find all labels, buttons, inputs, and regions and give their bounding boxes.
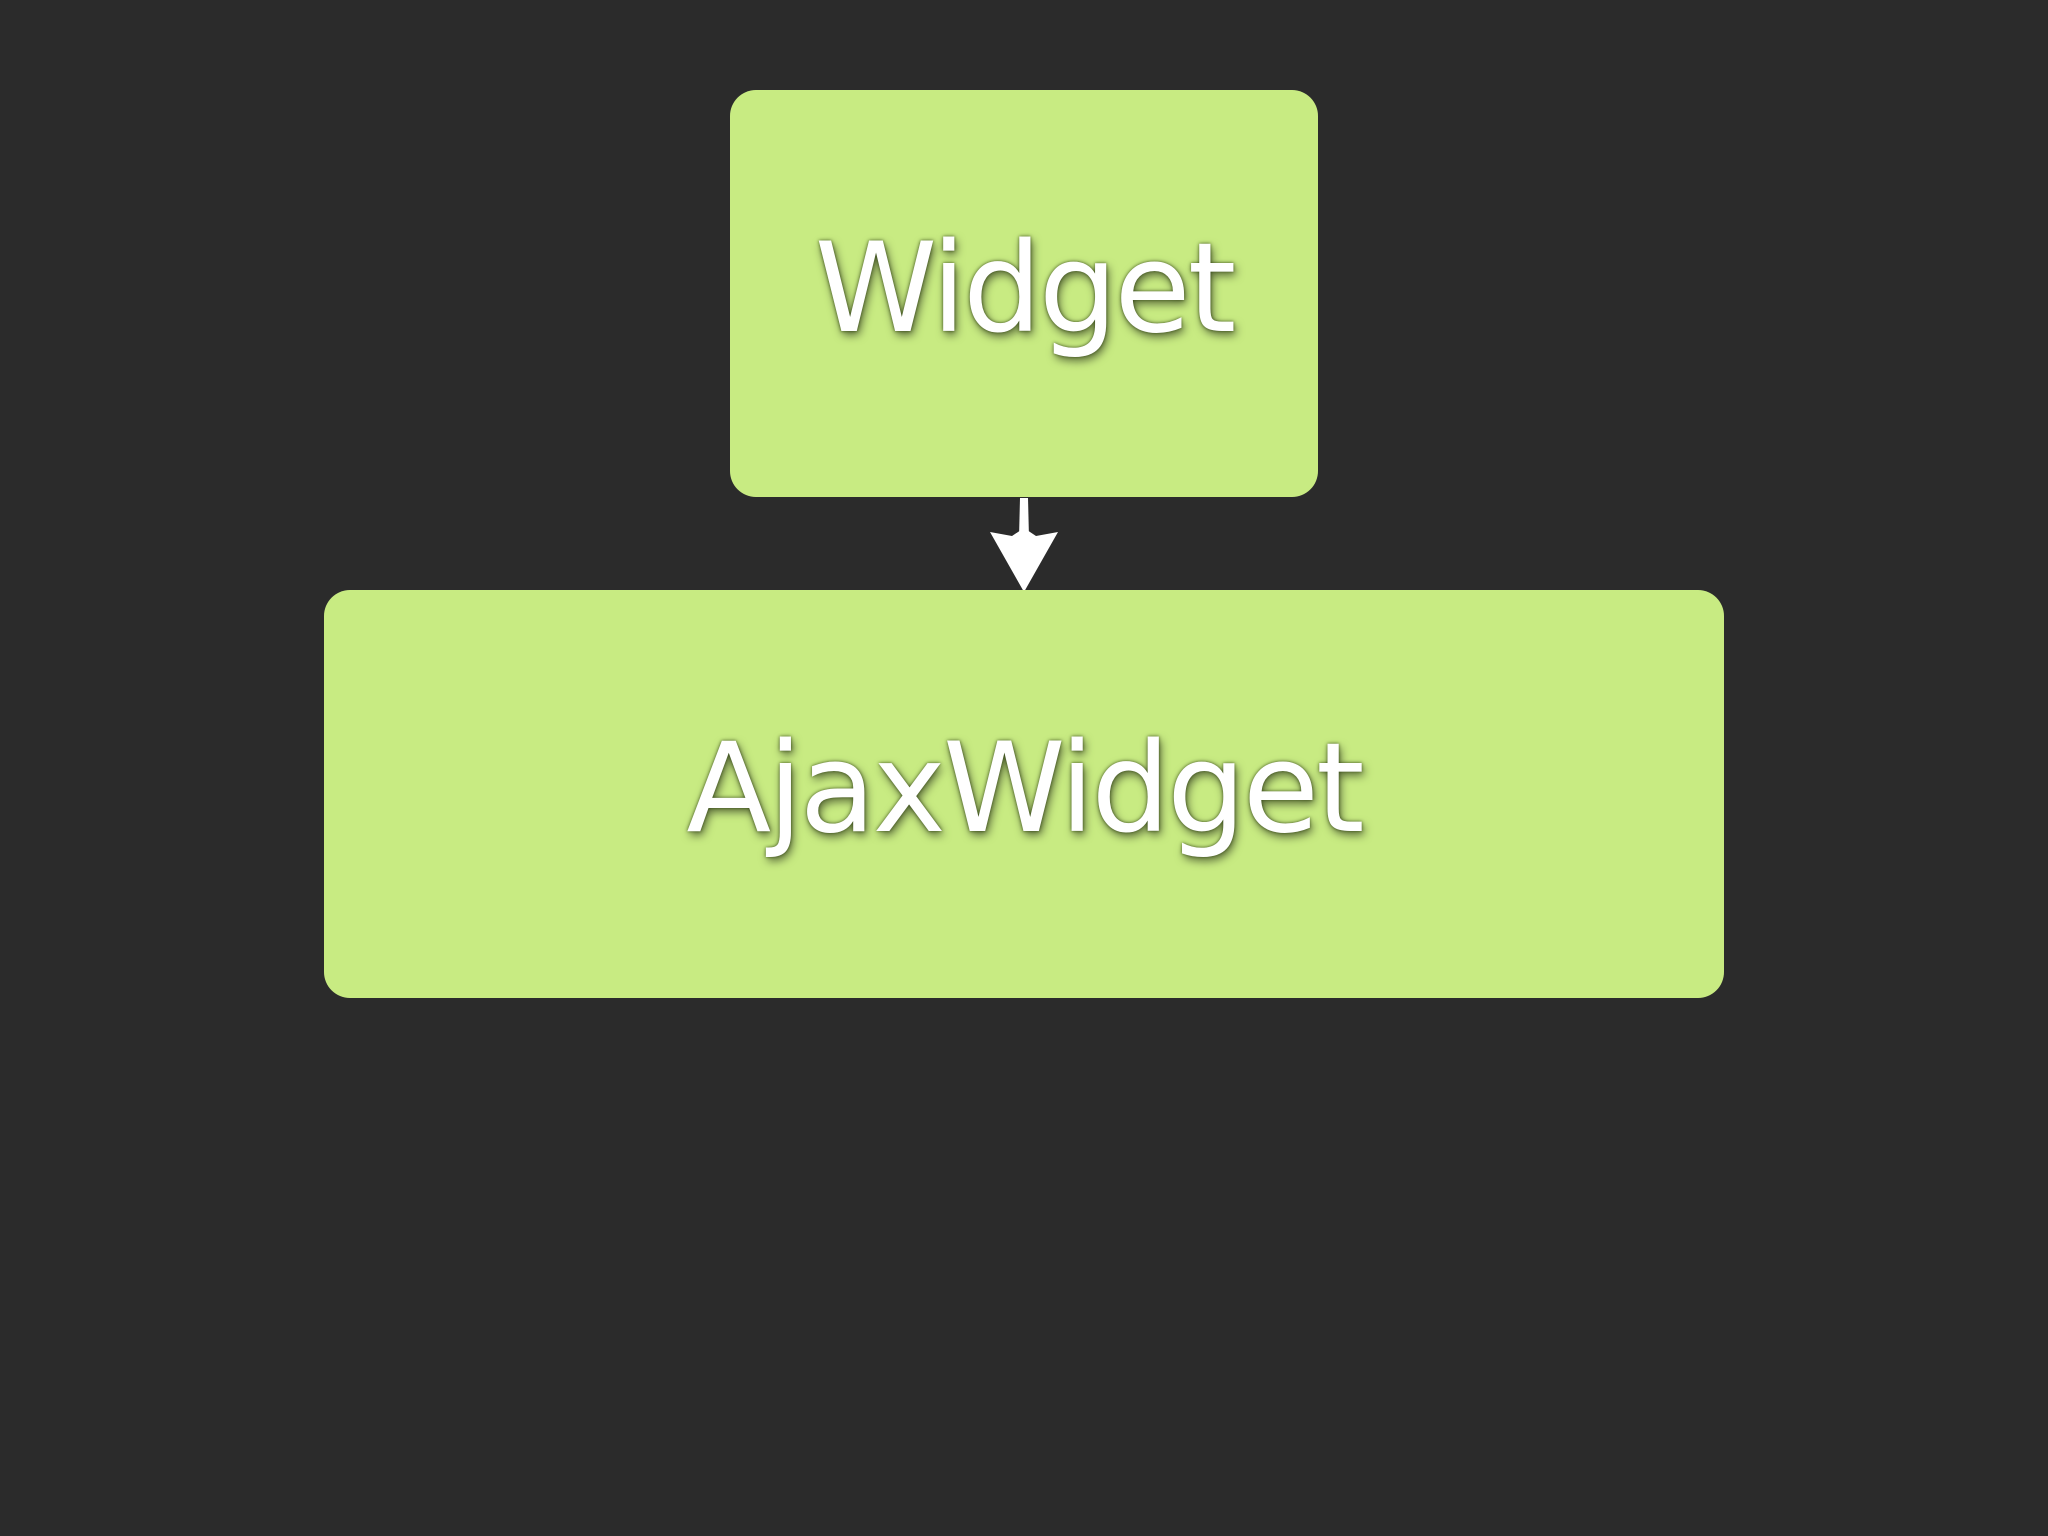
ajax-widget-node-label: AjaxWidget [686,717,1364,861]
ajax-widget-node: AjaxWidget [324,590,1724,998]
widget-node-label: Widget [814,216,1237,361]
widget-node: Widget [730,90,1318,497]
arrow-shaft [1019,498,1029,538]
down-arrow-icon [990,498,1058,592]
arrow-head [990,528,1058,592]
